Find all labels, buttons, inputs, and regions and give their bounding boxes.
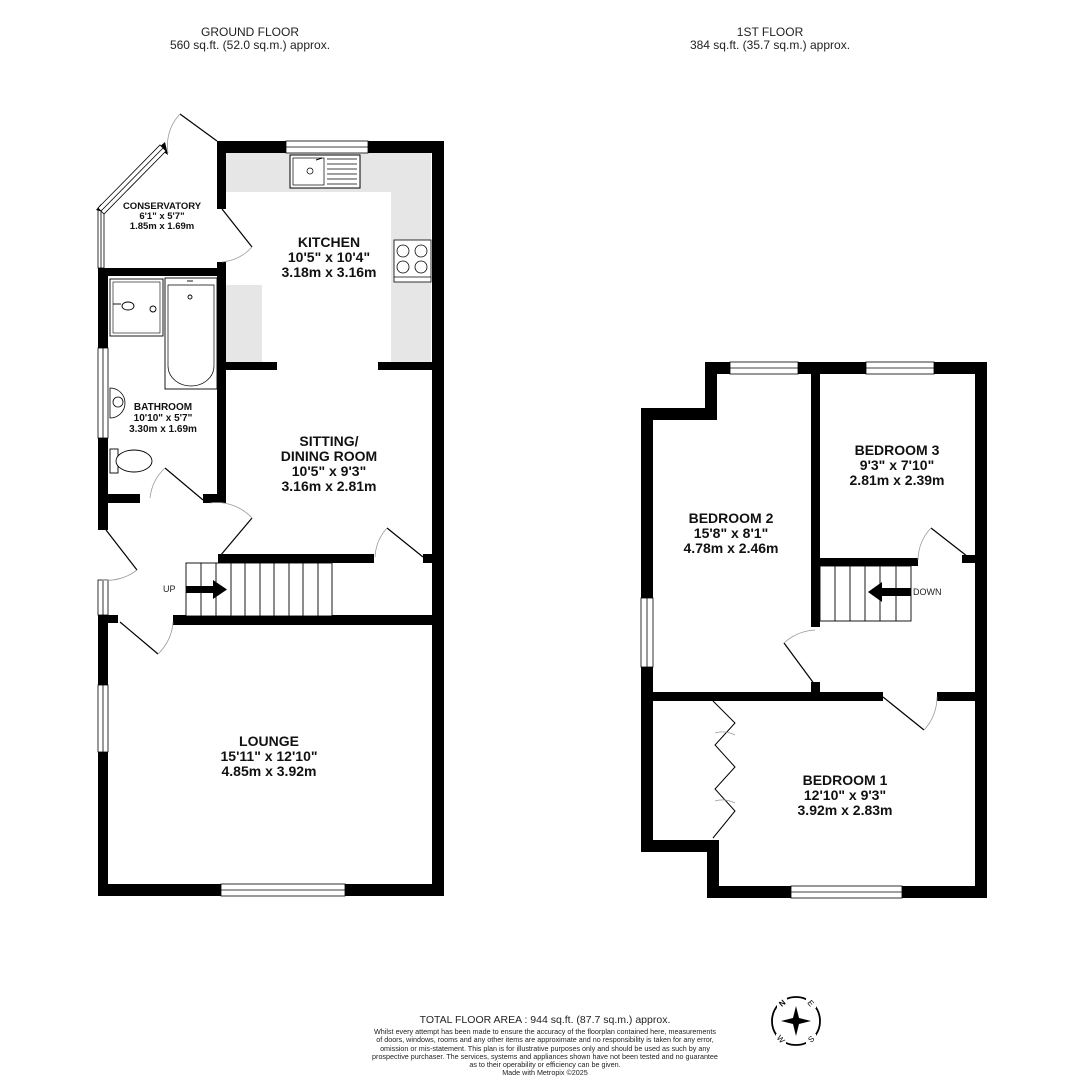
doors: [712, 527, 973, 839]
basin-icon: [109, 387, 126, 419]
room-label-bedroom-2: BEDROOM 2 15'8" x 8'1" 4.78m x 2.46m: [683, 510, 779, 556]
room-label-bedroom-1: BEDROOM 1 12'10" x 9'3" 3.92m x 2.83m: [797, 772, 893, 818]
windows: [640, 361, 935, 899]
disclaimer: Whilst every attempt has been made to en…: [340, 1027, 750, 1078]
ground-floor-header: GROUND FLOOR 560 sq.ft. (52.0 sq.m.) app…: [150, 26, 350, 52]
ground-floor-plan: [96, 113, 444, 897]
compass-n: N: [777, 998, 787, 1009]
kitchen-sink-icon: [289, 154, 361, 189]
doors: [101, 113, 424, 655]
compass-s: S: [806, 1034, 816, 1044]
stairs-up-arrow-icon: [186, 580, 227, 599]
room-label-sitting-dining-room: SITTING/ DINING ROOM 10'5" x 9'3" 3.16m …: [280, 433, 378, 494]
first-floor-header: 1ST FLOOR 384 sq.ft. (35.7 sq.m.) approx…: [680, 26, 860, 52]
walls: [641, 362, 987, 898]
first-floor-plan: [640, 361, 987, 899]
first-floor-area: 384 sq.ft. (35.7 sq.m.) approx.: [689, 38, 851, 52]
walls: [96, 141, 444, 896]
ground-floor-area: 560 sq.ft. (52.0 sq.m.) approx.: [169, 38, 331, 52]
hob-icon: [393, 239, 432, 283]
room-label-kitchen: KITCHEN 10'5" x 10'4" 3.18m x 3.16m: [281, 234, 377, 280]
room-label-lounge: LOUNGE 15'11" x 12'10" 4.85m x 3.92m: [220, 733, 318, 779]
stairs-down-label: DOWN: [913, 587, 942, 597]
room-label-conservatory: CONSERVATORY 6'1" x 5'7" 1.85m x 1.69m: [122, 201, 202, 232]
room-label-bathroom: BATHROOM 10'10" x 5'7" 3.30m x 1.69m: [129, 402, 197, 435]
shower-tray-icon: [109, 278, 164, 337]
windows: [97, 140, 369, 897]
stairs-down-arrow-icon: [868, 582, 911, 602]
compass-w: W: [775, 1034, 787, 1046]
total-floor-area: TOTAL FLOOR AREA : 944 sq.ft. (87.7 sq.m…: [419, 1014, 671, 1026]
credit: Made with Metropix ©2025: [502, 1068, 588, 1078]
bath-icon: [164, 277, 218, 390]
compass-icon: N E S W: [771, 996, 821, 1046]
first-floor-title: 1ST FLOOR: [736, 25, 804, 39]
compass-e: E: [805, 998, 815, 1008]
ground-floor-title: GROUND FLOOR: [200, 25, 299, 39]
stairs-up-label: UP: [163, 584, 176, 594]
room-label-bedroom-3: BEDROOM 3 9'3" x 7'10" 2.81m x 2.39m: [849, 442, 945, 488]
footer: TOTAL FLOOR AREA : 944 sq.ft. (87.7 sq.m…: [340, 1014, 750, 1078]
toilet-icon: [109, 448, 153, 474]
